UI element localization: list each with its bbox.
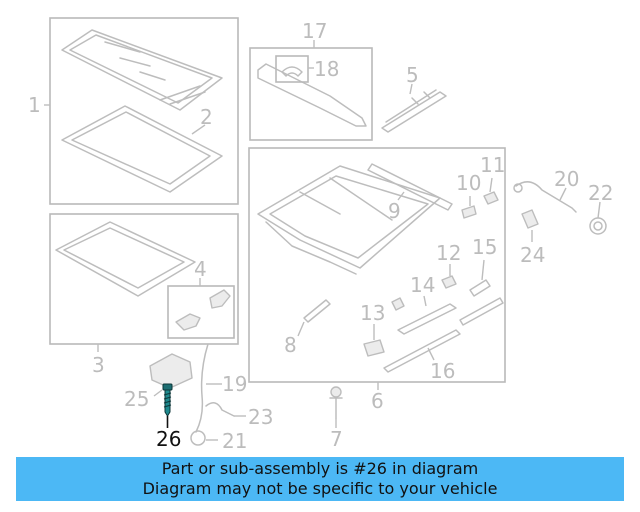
link-15-part [469, 279, 491, 297]
bracket-8-part [303, 299, 331, 323]
group-box-6 [248, 147, 506, 383]
label-17: 17 [302, 19, 327, 43]
clip-24-part [521, 209, 539, 229]
grommet-22-part [589, 217, 607, 235]
label-13: 13 [360, 301, 385, 325]
label-7: 7 [330, 427, 343, 451]
wind-deflector-part [257, 63, 367, 127]
label-8: 8 [284, 333, 297, 357]
label-24: 24 [520, 243, 545, 267]
label-19: 19 [222, 372, 247, 396]
banner-line-1: Part or sub-assembly is #26 in diagram [161, 459, 479, 478]
bolt-7-part [329, 386, 343, 419]
label-20: 20 [554, 167, 579, 191]
bolt-and-link-part [391, 297, 457, 335]
label-15: 15 [472, 235, 497, 259]
label-10: 10 [456, 171, 481, 195]
label-6: 6 [371, 389, 384, 413]
label-9: 9 [388, 199, 401, 223]
label-23: 23 [248, 405, 273, 429]
parts-diagram: 1 2 4 3 18 17 5 9 10 [28, 17, 613, 453]
label-2: 2 [200, 105, 213, 129]
clip-12-part [441, 275, 457, 289]
group-box-18 [275, 55, 309, 83]
motor-13-part [363, 339, 385, 357]
label-18: 18 [314, 57, 339, 81]
label-1: 1 [28, 93, 41, 117]
bracket-25-part [149, 353, 193, 389]
label-3: 3 [92, 353, 105, 377]
sunshade-part [55, 221, 196, 297]
label-11: 11 [480, 153, 505, 177]
bracket-10-part [461, 205, 477, 219]
label-21: 21 [222, 429, 247, 453]
drain-hose-19-part [195, 343, 209, 433]
grommet-21-part [190, 430, 206, 446]
label-22: 22 [588, 181, 613, 205]
label-26: 26 [156, 427, 181, 451]
guide-rail-part [367, 163, 453, 211]
label-5: 5 [406, 63, 419, 87]
drain-rail-part [381, 89, 447, 133]
hose-23-part [205, 402, 235, 417]
label-12: 12 [436, 241, 461, 265]
label-14: 14 [410, 273, 435, 297]
group-box-1 [49, 17, 239, 205]
seal-frame-part [61, 105, 223, 193]
label-25: 25 [124, 387, 149, 411]
rail-right-part [459, 297, 504, 326]
label-16: 16 [430, 359, 455, 383]
sunroof-frame-part [257, 165, 441, 275]
glass-panel-part [61, 29, 223, 111]
sunshade-clip-part [175, 289, 231, 331]
info-banner: Part or sub-assembly is #26 in diagram D… [16, 457, 624, 501]
group-box-17 [249, 47, 373, 141]
group-box-3 [49, 213, 239, 345]
cable-16-part [383, 329, 461, 373]
bracket-11-part [483, 191, 499, 205]
fastener-26-part [162, 383, 173, 417]
banner-line-2: Diagram may not be specific to your vehi… [142, 479, 498, 498]
group-box-4 [167, 285, 235, 339]
label-4: 4 [194, 257, 207, 281]
